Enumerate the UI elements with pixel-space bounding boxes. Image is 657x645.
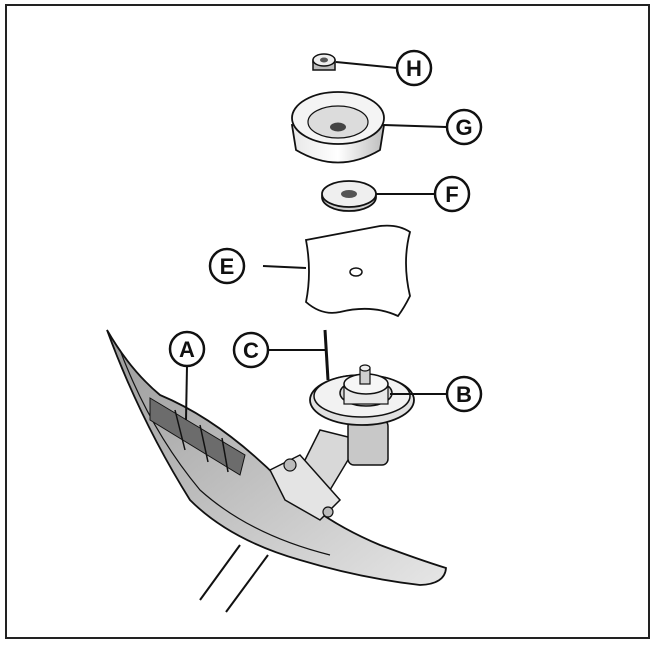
blade-part xyxy=(304,224,412,318)
svg-text:A: A xyxy=(179,337,195,362)
cup-washer-part xyxy=(290,91,386,164)
flat-washer-part xyxy=(321,180,377,212)
callout-E: E xyxy=(208,247,246,285)
svg-text:F: F xyxy=(445,182,458,207)
callout-F: F xyxy=(433,175,471,213)
callout-C: C xyxy=(232,331,270,369)
leader-lines xyxy=(185,61,447,421)
callout-A: A xyxy=(168,330,206,368)
svg-text:B: B xyxy=(456,382,472,407)
svg-text:E: E xyxy=(220,254,235,279)
shaft-rod-part xyxy=(323,329,330,381)
svg-text:G: G xyxy=(455,115,472,140)
guard-assembly-part xyxy=(106,329,447,613)
svg-text:H: H xyxy=(406,56,422,81)
nut-part xyxy=(312,53,336,71)
svg-text:C: C xyxy=(243,338,259,363)
callout-H: H xyxy=(395,49,433,87)
callout-B: B xyxy=(445,375,483,413)
gear-head-part xyxy=(299,364,415,492)
callout-G: G xyxy=(445,108,483,146)
